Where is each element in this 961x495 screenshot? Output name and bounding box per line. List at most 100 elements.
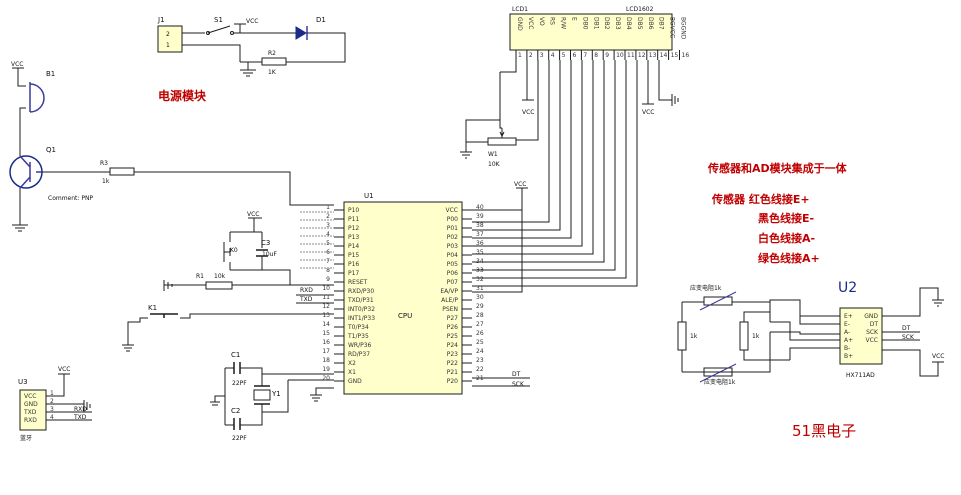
u1-pin-num-7: 7 — [326, 258, 330, 265]
lcd-pin-name-4: RS — [549, 17, 556, 25]
u1-pin-name-25: P24 — [447, 342, 458, 349]
u1-pin-num-31: 31 — [476, 285, 484, 292]
lcd-pin-name-2: VCC — [527, 17, 534, 29]
r3-resistor — [109, 167, 135, 176]
b1-label: B1 — [46, 70, 55, 78]
r1-label: R1 — [196, 273, 204, 280]
sensor-white-note: 白色线接A- — [758, 231, 815, 245]
lcd-model: LCD1602 — [626, 6, 654, 13]
vcc-u3: VCC — [58, 366, 70, 373]
lcd-pin-name-3: VO — [538, 17, 545, 26]
c3-label: C3 — [261, 239, 270, 247]
u1-label: U1 — [364, 192, 374, 200]
u1-pin-num-8: 8 — [326, 267, 330, 274]
u1-pin-num-37: 37 — [476, 231, 484, 238]
bridge-res-left-label: 1k — [690, 333, 698, 340]
u1-pin-name-23: P22 — [447, 360, 458, 367]
u3-pin-num-4: 4 — [50, 414, 54, 421]
y1-label: Y1 — [271, 390, 281, 398]
u1-pin-num-24: 24 — [476, 348, 484, 355]
lcd-pin-name-11: DB4 — [625, 17, 632, 30]
u1-pin-num-11: 11 — [322, 294, 330, 301]
load-cell-bridge: 应变电阻1k 1k 1k 应变电阻1k — [677, 284, 840, 386]
lcd-pin-name-14: DB7 — [658, 17, 665, 30]
u1-pin-name-37: P02 — [447, 234, 458, 241]
u2-body — [839, 307, 883, 365]
lcd-pin-name-16: BGGND — [680, 17, 687, 40]
u1-pin-name-26: P25 — [447, 333, 458, 340]
lcd-pin-name-10: DB3 — [614, 17, 621, 30]
u1-pin-num-32: 32 — [476, 276, 484, 283]
lcd-pin-num-7: 7 — [583, 52, 587, 59]
lcd-pin-num-15: 15 — [671, 52, 679, 59]
u1-pin-name-40: VCC — [446, 207, 458, 214]
u1-pin-num-39: 39 — [476, 213, 484, 220]
u1-pin-num-25: 25 — [476, 339, 484, 346]
u1-pin-name-39: P00 — [447, 216, 458, 223]
r3-value: 1k — [102, 178, 110, 185]
u1-pin-name-17: RD/P37 — [348, 351, 370, 358]
lcd-pin-name-8: DB1 — [592, 17, 599, 30]
u1-pin-name-8: P17 — [348, 270, 359, 277]
u1-pin-name-32: P07 — [447, 279, 458, 286]
u2-left-pins: E+E-A-A+B-B+ — [844, 313, 853, 360]
lcd-pin-num-12: 12 — [638, 52, 646, 59]
lcd-pin-num-4: 4 — [551, 52, 555, 59]
lcd-pin-num-5: 5 — [562, 52, 566, 59]
u1-pin-name-19: X1 — [348, 369, 356, 376]
s1-label: S1 — [214, 16, 223, 24]
u2-pin-right-0: GND — [864, 313, 878, 320]
u2-pin-right-3: VCC — [866, 337, 878, 344]
lcd-pin-num-6: 6 — [573, 52, 577, 59]
u1-pin-name-36: P03 — [447, 243, 458, 250]
watermark: 51黑电子 — [792, 422, 856, 440]
u1-pin-num-9: 9 — [326, 276, 330, 283]
u1-pin-name-2: P11 — [348, 216, 359, 223]
u3-pin-num-1: 1 — [50, 390, 54, 397]
sensor-black-note: 黑色线接E- — [758, 211, 814, 225]
r1-value: 10k — [214, 273, 226, 280]
u1-pin-num-4: 4 — [326, 231, 330, 238]
u1-pin-name-22: P21 — [447, 369, 458, 376]
u1-pin-num-26: 26 — [476, 330, 484, 337]
u3-label: U3 — [18, 378, 28, 386]
lcd-body — [509, 13, 673, 51]
c2-value: 22PF — [232, 435, 247, 442]
txd-net-u3: TXD — [73, 414, 87, 421]
vcc-u2: VCC — [932, 353, 944, 360]
w1-potentiometer — [487, 137, 517, 146]
u1-pin-name-10: RXD/P30 — [348, 288, 374, 295]
lcd-pin-name-7: DB0 — [581, 17, 588, 30]
u1-pin-num-30: 30 — [476, 294, 484, 301]
power-module: J1 2 1 S1 VCC D1 R2 1K 电源模块 — [157, 16, 346, 103]
strain-top-label: 应变电阻1k — [690, 284, 722, 292]
u1-pin-name-29: PSEN — [442, 306, 458, 313]
w1-label: W1 — [488, 151, 498, 158]
u1-pin-name-5: P14 — [348, 243, 359, 250]
vcc-u1: VCC — [514, 181, 526, 188]
power-module-title: 电源模块 — [158, 88, 207, 103]
vcc-lcd: VCC — [522, 109, 534, 116]
u1-pin-name-35: P04 — [447, 252, 458, 259]
u1-pin-name-27: P26 — [447, 324, 458, 331]
lcd-label: LCD1 — [512, 6, 528, 13]
crystal-circuit: C1 22PF C2 22PF Y1 — [210, 351, 334, 442]
u1-pin-name-7: P16 — [348, 261, 359, 268]
u3-pin-name-3: TXD — [23, 409, 37, 416]
u1-pin-num-20: 20 — [322, 375, 330, 382]
vcc-s1: VCC — [246, 18, 258, 25]
u2-label: U2 — [838, 280, 857, 296]
lcd-pin-num-9: 9 — [605, 52, 609, 59]
u1-pin-name-1: P10 — [348, 207, 359, 214]
dt-net-u2: DT — [902, 325, 911, 332]
rxd-net-u3: RXD — [74, 406, 87, 413]
lcd-pins: 1GND2VCC3VO4RS5R/W6E7DB08DB19DB210DB311D… — [515, 17, 689, 60]
u1-pin-name-20: GND — [348, 378, 362, 385]
u2-pin-left-5: B+ — [844, 353, 853, 360]
lcd-pin-num-8: 8 — [594, 52, 598, 59]
